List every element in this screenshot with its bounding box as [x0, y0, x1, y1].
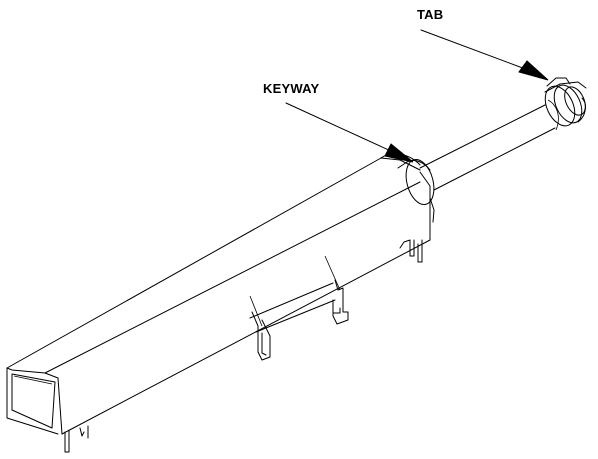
- tab-leader: [420, 29, 549, 81]
- keyway-leader-line: [285, 102, 394, 153]
- tab-feature: [546, 77, 571, 87]
- keyway-leader: [285, 102, 414, 163]
- tab-label: TAB: [417, 7, 444, 22]
- keyway-arrowhead: [384, 143, 414, 163]
- keyway-collar: [397, 159, 435, 223]
- tab-arrowhead: [518, 60, 549, 81]
- housing: [6, 153, 431, 453]
- shaft: [419, 99, 559, 191]
- end-fitting: [544, 77, 587, 127]
- tab-leader-line: [420, 29, 529, 71]
- keyway-label: KEYWAY: [263, 81, 320, 96]
- center-brackets: [249, 255, 349, 361]
